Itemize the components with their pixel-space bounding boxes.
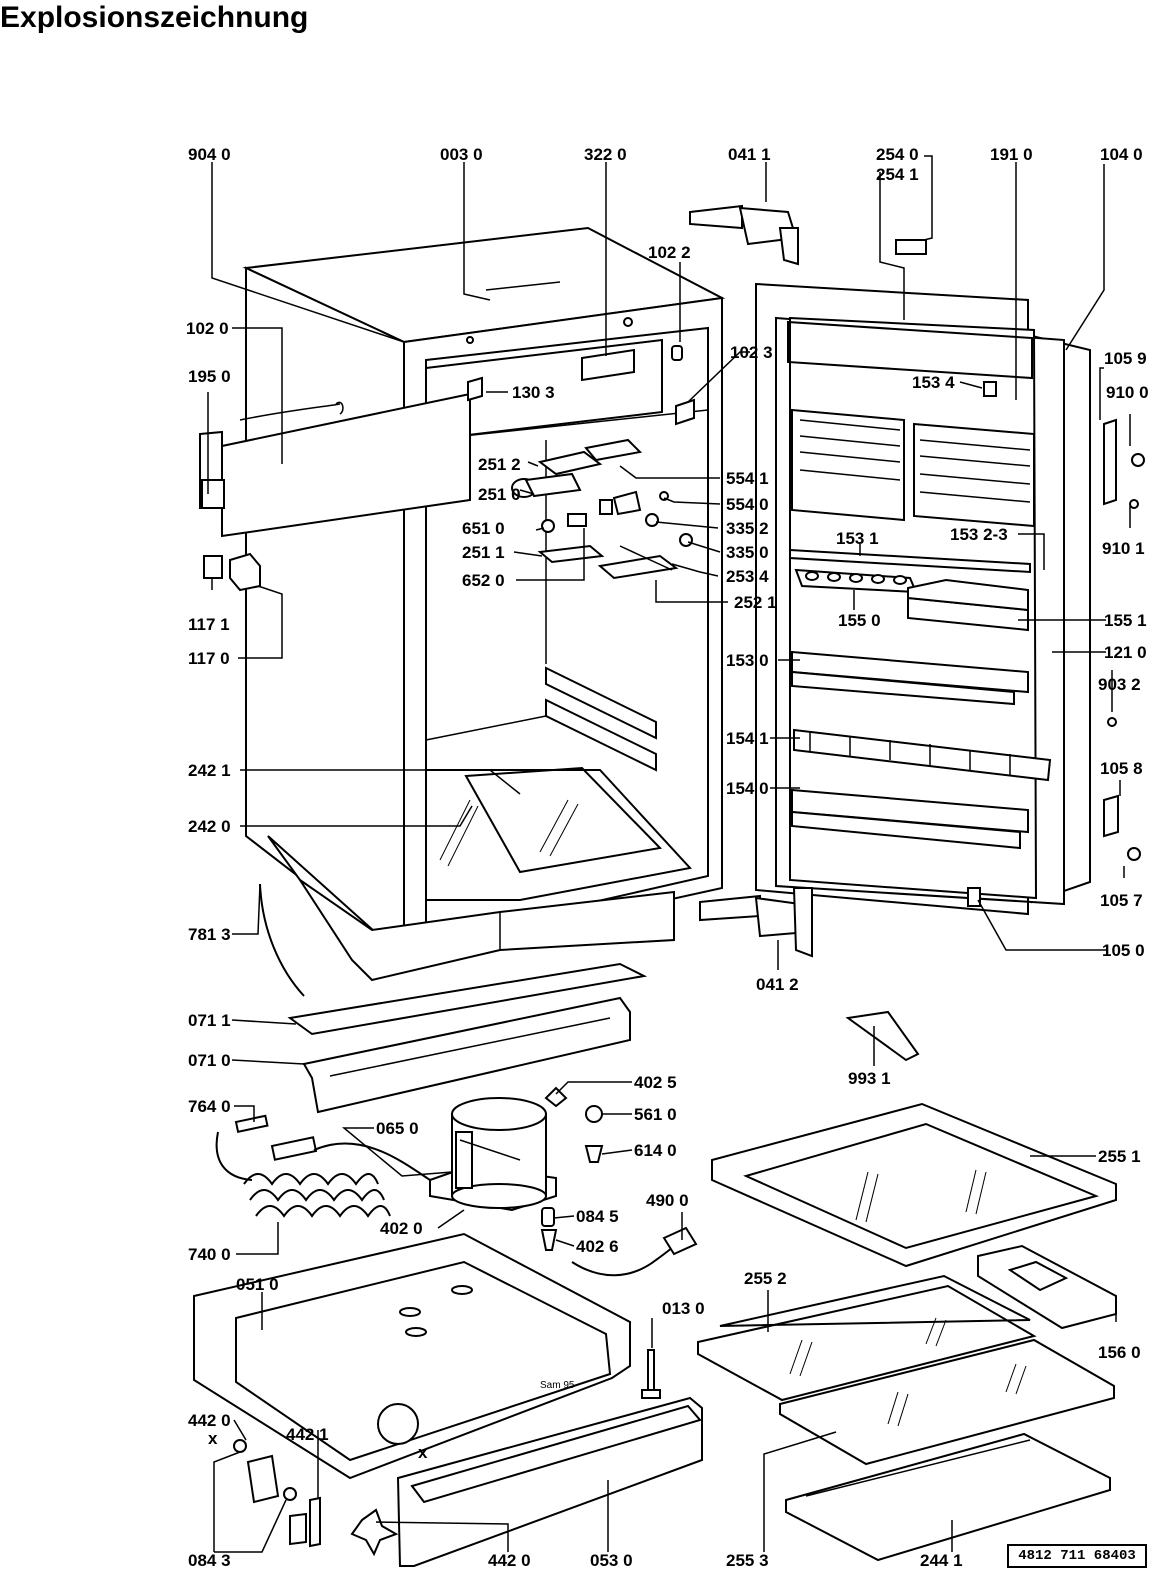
part-label: 442 0	[188, 1411, 231, 1430]
part-label: 993 1	[848, 1069, 891, 1088]
part-label: 254 1	[876, 165, 919, 184]
part-label: 153 2-3	[950, 525, 1008, 544]
part-label: 254 0	[876, 145, 919, 164]
door	[755, 282, 1091, 916]
control-unit-parts	[511, 438, 693, 580]
part-label: 041 1	[728, 145, 771, 164]
part-label: 121 0	[1104, 643, 1147, 662]
part-label: 402 5	[634, 1073, 677, 1092]
part-label: 117 0	[188, 649, 230, 668]
part-label: 156 0	[1098, 1343, 1141, 1362]
part-label: 084 5	[576, 1207, 619, 1226]
freezer-flap	[199, 392, 471, 538]
part-label: 764 0	[188, 1097, 231, 1116]
part-label: 561 0	[634, 1105, 677, 1124]
part-label: 253 4	[726, 567, 769, 586]
part-label: 153 1	[836, 529, 879, 548]
part-label: 244 1	[920, 1551, 963, 1570]
bottom-hinge	[699, 887, 813, 958]
part-label: 102 2	[648, 243, 691, 262]
part-label: 105 9	[1104, 349, 1147, 368]
part-label: 105 8	[1100, 759, 1143, 778]
cross-mark-right: x	[418, 1443, 428, 1462]
part-label: 255 2	[744, 1269, 787, 1288]
part-label: 102 3	[730, 343, 773, 362]
part-label: 255 3	[726, 1551, 769, 1570]
part-label: 614 0	[634, 1141, 677, 1160]
document-number: 4812 711 68403	[1007, 1544, 1147, 1568]
base-pan: Sam 95	[193, 1232, 631, 1480]
part-label: 065 0	[376, 1119, 419, 1138]
part-label: 402 6	[576, 1237, 619, 1256]
part-label: 053 0	[590, 1551, 633, 1570]
part-label: 105 7	[1100, 891, 1143, 910]
part-label: 071 0	[188, 1051, 231, 1070]
part-label: 104 0	[1100, 145, 1143, 164]
part-label: 130 3	[512, 383, 555, 402]
part-label: 102 0	[186, 319, 229, 338]
part-label: 554 0	[726, 495, 769, 514]
part-label: 910 1	[1102, 539, 1145, 558]
part-label: 910 0	[1106, 383, 1149, 402]
part-label: 195 0	[188, 367, 231, 386]
part-label: 155 1	[1104, 611, 1147, 630]
part-label: 402 0	[380, 1219, 423, 1238]
page-title: Explosionszeichnung	[0, 1, 309, 34]
part-label: 490 0	[646, 1191, 689, 1210]
part-label: 013 0	[662, 1299, 705, 1318]
part-label: 117 1	[188, 615, 230, 634]
part-label: 251 2	[478, 455, 521, 474]
part-label: 242 0	[188, 817, 231, 836]
part-label: 740 0	[188, 1245, 231, 1264]
part-label: 051 0	[236, 1275, 279, 1294]
compressor	[429, 1097, 557, 1212]
part-label: 251 0	[478, 485, 521, 504]
part-label: 154 1	[726, 729, 769, 748]
part-label: 442 0	[488, 1551, 531, 1570]
part-label: 554 1	[726, 469, 769, 488]
part-label: 335 0	[726, 543, 769, 562]
cross-mark-left: x	[208, 1429, 218, 1448]
leader-lines	[207, 155, 1131, 1553]
part-label: 442 1	[286, 1425, 329, 1444]
top-hinge	[689, 204, 799, 266]
glass-shelf-upper	[711, 1102, 1117, 1268]
part-label: 781 3	[188, 925, 231, 944]
glass-shelf-lower	[697, 1274, 1037, 1402]
part-label: 153 4	[912, 373, 955, 392]
part-label: 041 2	[756, 975, 799, 994]
part-label: 252 1	[734, 593, 777, 612]
part-label: 154 0	[726, 779, 769, 798]
part-label: 251 1	[462, 543, 505, 562]
part-label: 651 0	[462, 519, 505, 538]
part-label: 255 1	[1098, 1147, 1141, 1166]
condenser-coil	[215, 1114, 431, 1218]
part-label: 903 2	[1098, 675, 1141, 694]
part-label: 153 0	[726, 651, 769, 670]
part-label: 105 0	[1102, 941, 1145, 960]
part-label: 084 3	[188, 1551, 231, 1570]
part-labels: 904 0 003 0 322 0 041 1 254 0 254 1 191 …	[186, 145, 1149, 1570]
part-label: 191 0	[990, 145, 1033, 164]
part-label: 322 0	[584, 145, 627, 164]
part-label: 003 0	[440, 145, 483, 164]
part-label: 242 1	[188, 761, 231, 780]
stamp-text: Sam 95	[540, 1380, 575, 1391]
part-label: 155 0	[838, 611, 881, 630]
part-label: 335 2	[726, 519, 769, 538]
part-label: 071 1	[188, 1011, 231, 1030]
part-label: 652 0	[462, 571, 505, 590]
cabinet-body	[242, 226, 726, 982]
part-label: 904 0	[188, 145, 231, 164]
